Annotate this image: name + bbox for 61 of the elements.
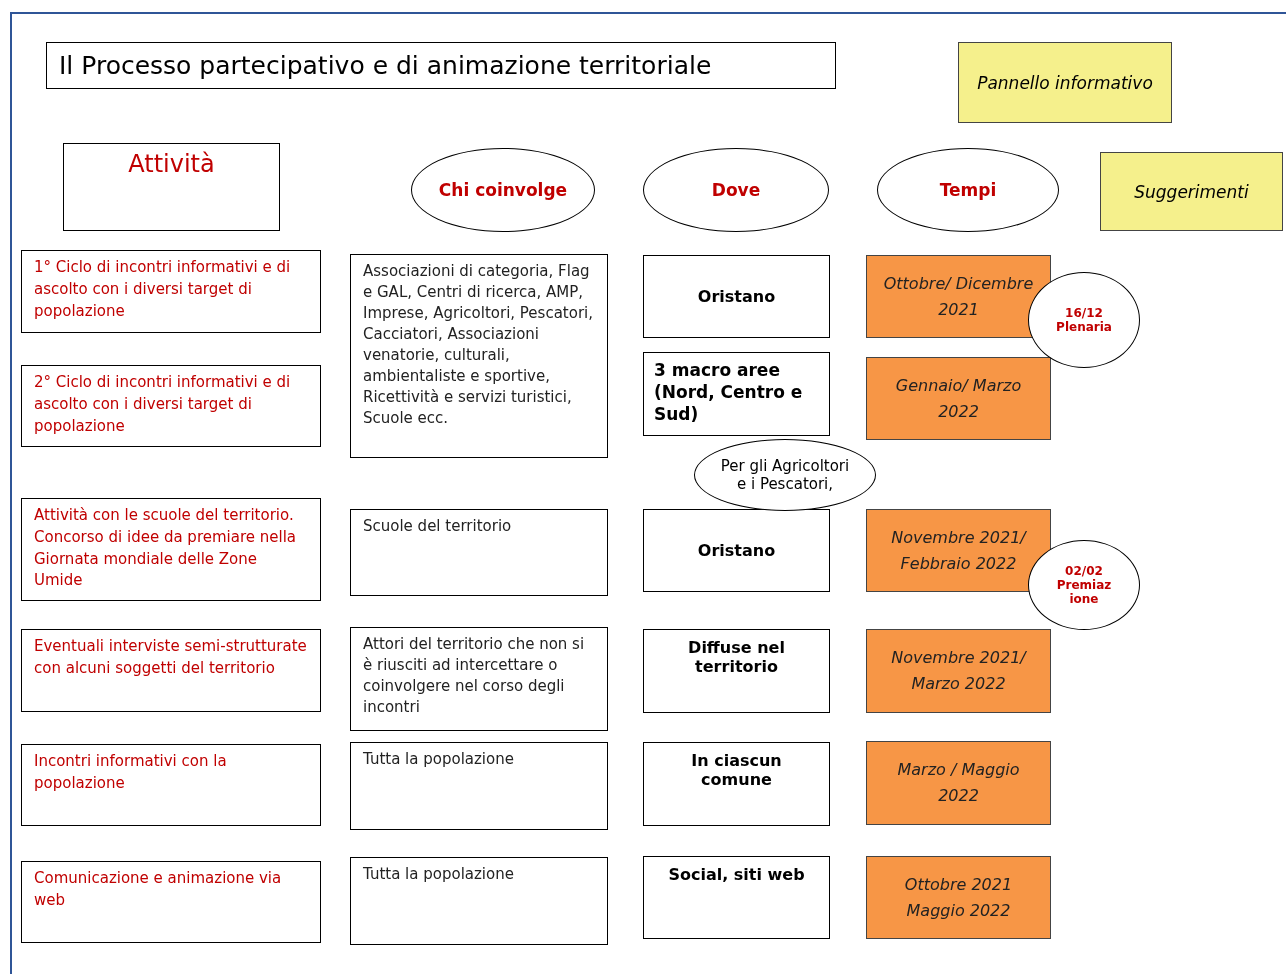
header-box xyxy=(63,143,280,231)
place-box xyxy=(643,509,830,592)
place-box xyxy=(643,629,830,713)
node-text: Attività xyxy=(128,150,215,178)
node-text: Associazioni di categoria, Flag e GAL, Centri di ricerca, AMP, Imprese, Agricoltori, Pescatori, Cacciatori, Associazioni venatorie, culturali, ambientaliste e sportive, Ricettività e servizi turistici, Scuole ecc. xyxy=(363,261,594,429)
activity-box xyxy=(21,365,321,447)
node-text: 02/02 xyxy=(1065,564,1103,578)
node-text: Dove xyxy=(711,180,761,200)
timing-box xyxy=(866,741,1051,825)
node-text: 1° Ciclo di incontri informativi e di ascolto con i diversi target di popolazione xyxy=(34,257,292,322)
node-text: Oristano xyxy=(697,287,776,306)
node-text: 2° Ciclo di incontri informativi e di ascolto con i diversi target di popolazione xyxy=(34,372,292,437)
timing-box xyxy=(866,856,1051,939)
node-text: Eventuali interviste semi-strutturate con alcuni soggetti del territorio xyxy=(34,636,308,679)
node-text: Comunicazione e animazione via web xyxy=(34,868,283,911)
note-box xyxy=(1100,152,1283,231)
node-text: Marzo / Maggio 2022 xyxy=(896,759,1021,807)
activity-box xyxy=(21,498,321,601)
place-box xyxy=(643,856,830,939)
participants-box xyxy=(350,742,608,830)
node-text: Oristano xyxy=(697,541,776,560)
place-box xyxy=(643,352,830,436)
node-text: 16/12 xyxy=(1065,306,1103,320)
title: Il Processo partecipativo e di animazione territoriale xyxy=(46,42,836,89)
node-text: Tutta la popolazione xyxy=(363,749,514,770)
note-box xyxy=(958,42,1172,123)
place-box xyxy=(643,742,830,826)
activity-box xyxy=(21,250,321,333)
participants-box xyxy=(350,509,608,596)
node-text: Social, siti web xyxy=(668,865,805,884)
activity-box xyxy=(21,629,321,712)
node-text: Per gli Agricoltori e i Pescatori, xyxy=(719,457,851,493)
timing-box xyxy=(866,629,1051,713)
node-text: Suggerimenti xyxy=(1134,181,1249,202)
timing-box xyxy=(866,357,1051,440)
node-text: Tempi xyxy=(939,180,997,200)
node-text: 3 macro aree (Nord, Centro e Sud) xyxy=(654,359,804,426)
node-text: In ciascun comune xyxy=(690,751,783,789)
node-text: Diffuse nel territorio xyxy=(687,638,786,676)
participants-box xyxy=(350,627,608,731)
participants-box xyxy=(350,254,608,458)
node-text: Novembre 2021/ Marzo 2022 xyxy=(890,647,1028,695)
timing-box xyxy=(866,509,1051,592)
node-text: Premiaz ione xyxy=(1056,578,1112,606)
node-text: Gennaio/ Marzo 2022 xyxy=(894,374,1023,423)
node-text: Plenaria xyxy=(1056,320,1112,334)
activity-box xyxy=(21,744,321,826)
node-text: Ottobre 2021 Maggio 2022 xyxy=(903,873,1014,922)
node-text: Incontri informativi con la popolazione xyxy=(34,751,228,794)
node-text: Tutta la popolazione xyxy=(363,864,514,885)
place-box xyxy=(643,255,830,338)
participants-box xyxy=(350,857,608,945)
node-text: Pannello informativo xyxy=(977,72,1153,93)
node-text: Attori del territorio che non si è riusciti ad intercettare o coinvolgere nel corso degli incontri xyxy=(363,634,586,718)
node-text: Scuole del territorio xyxy=(363,516,512,537)
node-text: Ottobre/ Dicembre 2021 xyxy=(882,272,1035,321)
node-text: Chi coinvolge xyxy=(438,180,568,200)
node-text: Novembre 2021/ Febbraio 2022 xyxy=(890,526,1028,575)
activity-box xyxy=(21,861,321,943)
timing-box xyxy=(866,255,1051,338)
node-text: Attività con le scuole del territorio. Concorso di idee da premiare nella Giornata mondiale delle Zone Umide xyxy=(34,505,298,592)
